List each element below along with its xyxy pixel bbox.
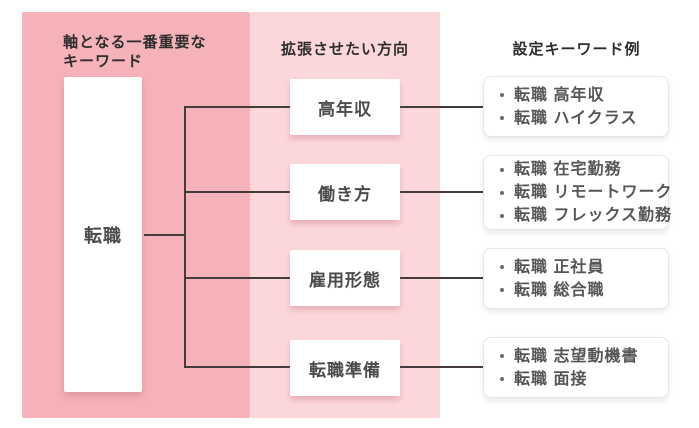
example-group-job-change-prep: 転職 志望動機書 転職 面接 xyxy=(483,337,669,398)
keyword-item: 転職 正社員 xyxy=(496,256,656,279)
connector-branch-4-right xyxy=(400,366,483,368)
bullet-icon xyxy=(500,213,504,218)
axis-column-header: 軸となる一番重要な キーワード xyxy=(63,34,207,70)
keyword-text: 転職 在宅勤務 xyxy=(514,161,622,178)
keyword-item: 転職 リモートワーク xyxy=(496,181,671,204)
bullet-icon xyxy=(500,354,504,358)
bullet-icon xyxy=(500,93,504,97)
bullet-icon xyxy=(500,167,504,172)
connector-branch-2-right xyxy=(400,191,483,193)
keyword-item: 転職 在宅勤務 xyxy=(496,158,656,181)
keyword-item: 転職 フレックス勤務 xyxy=(496,204,671,227)
bullet-icon xyxy=(500,116,504,120)
keyword-item: 転職 志望動機書 xyxy=(496,345,656,368)
keyword-text: 転職 総合職 xyxy=(514,281,605,299)
example-group-employment-type: 転職 正社員 転職 総合職 xyxy=(483,248,669,309)
keyword-text: 転職 志望動機書 xyxy=(514,347,639,365)
bullet-icon xyxy=(500,377,504,381)
keyword-text: 転職 正社員 xyxy=(514,258,605,276)
keyword-item: 転職 総合職 xyxy=(496,279,656,302)
connector-branch-2-left xyxy=(184,191,290,193)
keyword-text: 転職 リモートワーク xyxy=(514,184,673,201)
direction-box-work-style: 働き方 xyxy=(290,164,400,220)
connector-branch-1-right xyxy=(400,106,483,108)
direction-box-job-change-prep: 転職準備 xyxy=(290,340,400,396)
connector-branch-4-left xyxy=(184,366,290,368)
keyword-text: 転職 面接 xyxy=(514,370,588,388)
connector-branch-3-right xyxy=(400,277,483,279)
keyword-text: 転職 ハイクラス xyxy=(514,109,638,127)
bullet-icon xyxy=(500,190,504,195)
direction-box-employment-type: 雇用形態 xyxy=(290,250,400,306)
keyword-item: 転職 高年収 xyxy=(496,84,656,107)
connector-trunk xyxy=(184,106,186,368)
keyword-text: 転職 高年収 xyxy=(514,86,605,104)
bullet-icon xyxy=(500,288,504,292)
connector-branch-3-left xyxy=(184,277,290,279)
example-group-high-income: 転職 高年収 転職 ハイクラス xyxy=(483,76,669,137)
examples-column-header: 設定キーワード例 xyxy=(512,41,641,58)
keyword-item: 転職 ハイクラス xyxy=(496,107,656,130)
axis-keyword-box: 転職 xyxy=(64,77,142,392)
example-group-work-style: 転職 在宅勤務 転職 リモートワーク 転職 フレックス勤務 xyxy=(483,155,671,230)
connector-branch-1-left xyxy=(184,106,290,108)
connector-axis-to-trunk xyxy=(144,234,186,236)
bullet-icon xyxy=(500,265,504,269)
keyword-text: 転職 フレックス勤務 xyxy=(514,207,672,224)
direction-box-high-income: 高年収 xyxy=(290,79,400,135)
directions-column-header: 拡張させたい方向 xyxy=(280,41,409,58)
keyword-item: 転職 面接 xyxy=(496,368,656,391)
